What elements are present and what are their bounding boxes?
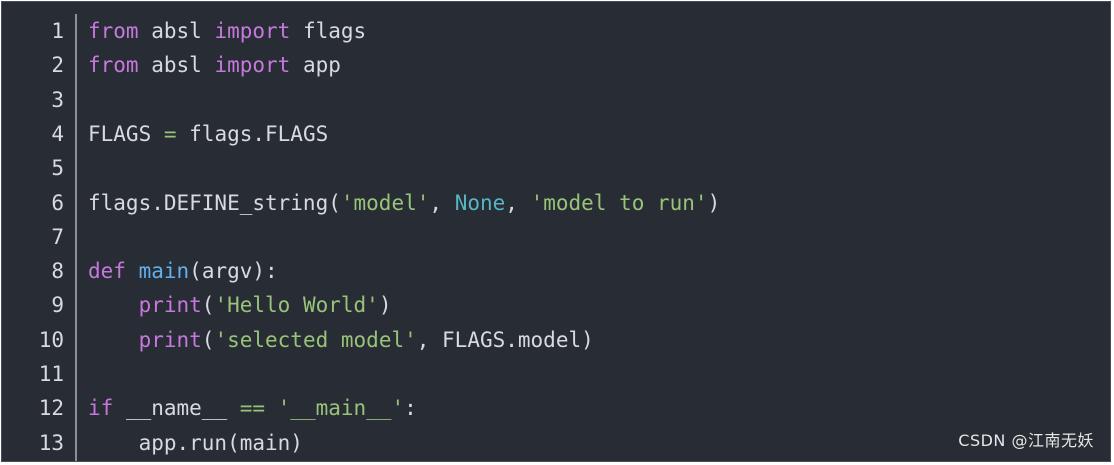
code-line: flags.DEFINE_string('model', None, 'mode… — [88, 186, 1110, 220]
code-line: from absl import flags — [88, 14, 1110, 48]
line-number: 1 — [51, 19, 64, 43]
watermark: CSDN @江南无妖 — [958, 431, 1094, 450]
code-token-plain: , FLAGS.model) — [416, 327, 594, 352]
line-number: 3 — [51, 87, 64, 112]
code-line — [88, 357, 1110, 391]
code-token-plain: , — [505, 190, 531, 215]
code-token-plain: flags.DEFINE_string( — [88, 190, 341, 215]
code-token-kw: import — [214, 19, 291, 43]
code-token-kw: print — [138, 293, 202, 318]
code-token-kw: print — [138, 327, 202, 352]
code-line: print('selected model', FLAGS.model) — [88, 323, 1110, 357]
line-number: 10 — [38, 327, 64, 352]
code-token-plain: flags — [290, 19, 367, 43]
code-line — [88, 220, 1110, 254]
code-token-plain: ( — [201, 293, 215, 318]
line-number: 4 — [51, 121, 64, 146]
code-token-str: 'model to run' — [530, 190, 708, 215]
code-token-plain: absl — [138, 53, 215, 78]
code-token-str: 'selected model' — [214, 327, 417, 352]
code-token-plain — [88, 328, 139, 352]
code-token-op: = — [163, 121, 177, 146]
code-token-plain: __name__ — [113, 396, 240, 421]
line-number: 8 — [51, 259, 64, 284]
code-line: FLAGS = flags.FLAGS — [88, 117, 1110, 151]
code-line: if __name__ == '__main__': — [88, 391, 1110, 425]
code-token-const: None — [454, 190, 506, 215]
code-token-str: 'Hello World' — [214, 293, 379, 318]
line-number: 2 — [51, 53, 64, 78]
code-token-op: == — [239, 396, 266, 421]
code-token-plain: app — [290, 53, 341, 78]
code-line: def main(argv): — [88, 254, 1110, 288]
code-token-kw: if — [88, 396, 114, 421]
code-token-kw: def — [88, 259, 126, 284]
code-token-kw: from — [88, 53, 139, 78]
code-token-plain — [88, 293, 139, 317]
code-token-kw: import — [214, 53, 291, 78]
line-number: 9 — [51, 293, 64, 318]
code-token-plain: absl — [138, 19, 215, 43]
code-token-plain: ) — [707, 190, 721, 215]
code-token-plain: ( — [201, 327, 215, 352]
code-token-str: 'model' — [340, 190, 430, 215]
code-token-plain: (argv): — [189, 259, 278, 284]
code-token-str: '__main__' — [277, 396, 405, 421]
code-token-plain: flags.FLAGS — [176, 121, 329, 146]
line-number: 6 — [51, 190, 64, 215]
code-line — [88, 151, 1110, 185]
code-line: app.run(main) — [88, 426, 1110, 460]
code-token-plain: FLAGS — [88, 121, 164, 146]
line-number: 7 — [51, 224, 64, 249]
code-token-plain — [126, 259, 139, 283]
line-number: 13 — [38, 430, 64, 455]
code-token-plain: , — [429, 190, 455, 215]
code-token-plain: : — [404, 396, 417, 421]
code-token-plain — [265, 396, 278, 420]
line-number: 11 — [38, 362, 64, 386]
code-line: print('Hello World') — [88, 288, 1110, 322]
gutter-divider — [75, 14, 77, 461]
line-number: 5 — [51, 156, 64, 181]
code-line: from absl import app — [88, 48, 1110, 82]
code-token-fn: main — [138, 259, 190, 284]
code-token-plain: app.run(main) — [88, 430, 303, 455]
code-token-plain: ) — [378, 293, 392, 318]
code-line — [88, 83, 1110, 117]
line-number: 12 — [38, 396, 64, 421]
code-token-kw: from — [88, 19, 139, 43]
